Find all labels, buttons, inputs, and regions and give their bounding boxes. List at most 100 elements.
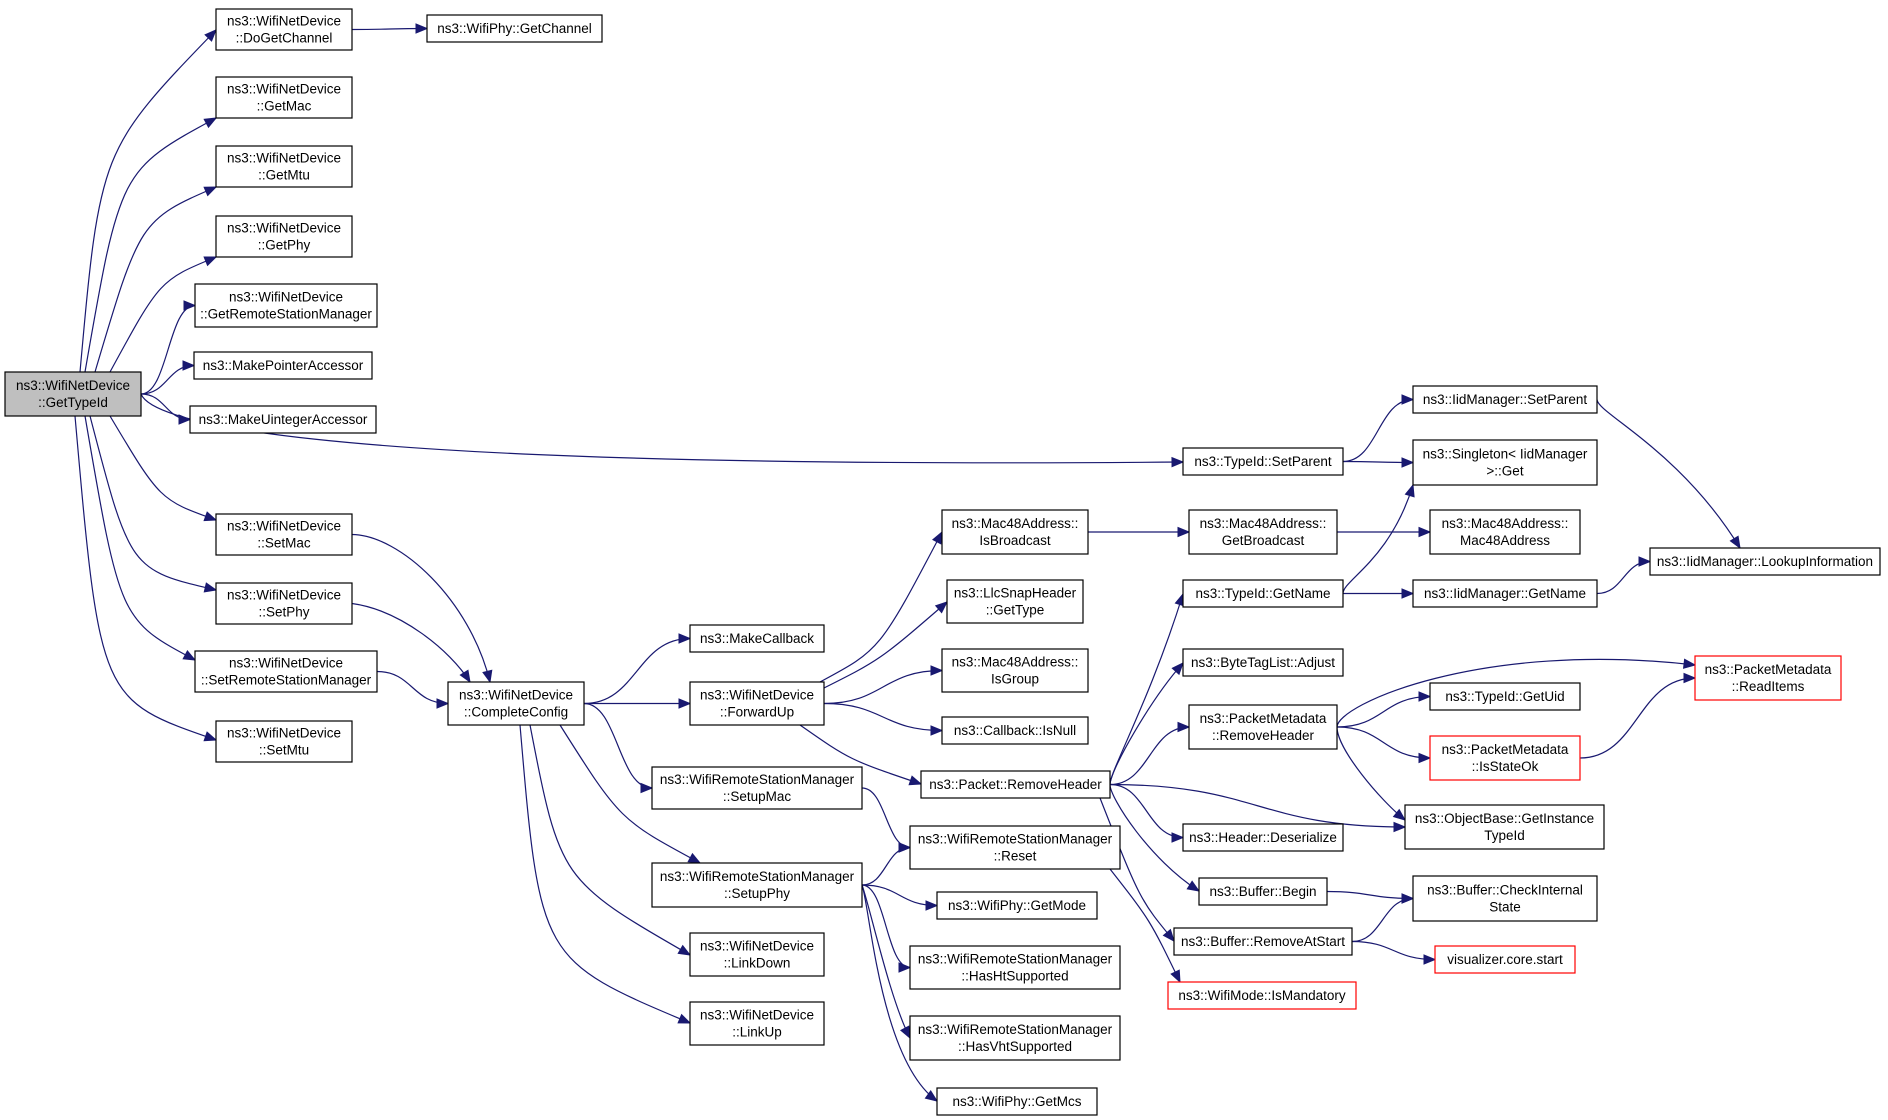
node-iid-lookup[interactable]: ns3::IidManager::LookupInformation	[1649, 547, 1881, 576]
node-type-get-name[interactable]: ns3::TypeId::GetName	[1182, 579, 1344, 608]
node-type-get-uid[interactable]: ns3::TypeId::GetUid	[1429, 682, 1581, 711]
node-link-down[interactable]: ns3::WifiNetDevice::LinkDown	[689, 932, 825, 977]
node-box[interactable]	[193, 351, 373, 380]
node-make-ptr[interactable]: ns3::MakePointerAccessor	[193, 351, 373, 380]
node-pkt-remove-header[interactable]: ns3::Packet::RemoveHeader	[920, 770, 1111, 799]
node-iid-set-parent[interactable]: ns3::IidManager::SetParent	[1412, 385, 1598, 414]
node-box[interactable]	[1404, 804, 1605, 850]
node-get-phy[interactable]: ns3::WifiNetDevice::GetPhy	[215, 215, 353, 258]
node-root[interactable]: ns3::WifiNetDevice::GetTypeId	[4, 371, 142, 417]
node-pm-is-state-ok[interactable]: ns3::PacketMetadata::IsStateOk	[1429, 735, 1581, 781]
node-is-broadcast[interactable]: ns3::Mac48Address::IsBroadcast	[941, 509, 1089, 555]
node-box[interactable]	[946, 579, 1084, 624]
node-get-rsm[interactable]: ns3::WifiNetDevice::GetRemoteStationMana…	[194, 283, 378, 328]
node-get-broadcast[interactable]: ns3::Mac48Address::GetBroadcast	[1188, 509, 1338, 555]
node-get-mtu[interactable]: ns3::WifiNetDevice::GetMtu	[215, 145, 353, 188]
node-link-up[interactable]: ns3::WifiNetDevice::LinkUp	[689, 1001, 825, 1046]
node-do-get-channel[interactable]: ns3::WifiNetDevice::DoGetChannel	[215, 8, 353, 51]
node-box[interactable]	[426, 14, 603, 43]
node-is-mandatory[interactable]: ns3::WifiMode::IsMandatory	[1167, 981, 1357, 1010]
node-box[interactable]	[215, 145, 353, 188]
node-box[interactable]	[941, 509, 1089, 555]
node-buf-begin[interactable]: ns3::Buffer::Begin	[1198, 877, 1328, 906]
node-box[interactable]	[909, 945, 1121, 990]
node-hdr-deserialize[interactable]: ns3::Header::Deserialize	[1182, 823, 1344, 852]
node-box[interactable]	[1182, 447, 1344, 476]
node-type-set-parent[interactable]: ns3::TypeId::SetParent	[1182, 447, 1344, 476]
node-buf-remove-at-start[interactable]: ns3::Buffer::RemoveAtStart	[1173, 927, 1353, 956]
node-has-ht[interactable]: ns3::WifiRemoteStationManager::HasHtSupp…	[909, 945, 1121, 990]
node-box[interactable]	[941, 716, 1089, 745]
node-setup-mac[interactable]: ns3::WifiRemoteStationManager::SetupMac	[651, 766, 863, 810]
node-box[interactable]	[1412, 875, 1598, 922]
node-phy-get-mode[interactable]: ns3::WifiPhy::GetMode	[936, 891, 1098, 920]
node-box[interactable]	[194, 650, 378, 693]
node-box[interactable]	[1182, 648, 1344, 677]
node-box[interactable]	[941, 648, 1089, 693]
node-box[interactable]	[447, 681, 585, 726]
node-box[interactable]	[651, 766, 863, 810]
node-box[interactable]	[689, 681, 825, 726]
node-box[interactable]	[194, 283, 378, 328]
node-phy-get-channel[interactable]: ns3::WifiPhy::GetChannel	[426, 14, 603, 43]
node-set-phy[interactable]: ns3::WifiNetDevice::SetPhy	[215, 582, 353, 625]
node-box[interactable]	[936, 1087, 1098, 1116]
node-rsm-reset[interactable]: ns3::WifiRemoteStationManager::Reset	[909, 825, 1121, 870]
node-box[interactable]	[189, 405, 377, 434]
node-box[interactable]	[1412, 439, 1598, 486]
node-make-callback[interactable]: ns3::MakeCallback	[689, 624, 825, 653]
node-btl-adjust[interactable]: ns3::ByteTagList::Adjust	[1182, 648, 1344, 677]
node-llc-get-type[interactable]: ns3::LlcSnapHeader::GetType	[946, 579, 1084, 624]
node-box[interactable]	[1694, 655, 1842, 701]
node-box[interactable]	[1182, 823, 1344, 852]
node-box[interactable]	[1649, 547, 1881, 576]
node-box[interactable]	[1188, 704, 1338, 750]
node-box[interactable]	[215, 8, 353, 51]
node-box[interactable]	[215, 76, 353, 119]
node-set-mac[interactable]: ns3::WifiNetDevice::SetMac	[215, 513, 353, 556]
node-box[interactable]	[1167, 981, 1357, 1010]
node-box[interactable]	[1429, 682, 1581, 711]
node-box[interactable]	[689, 932, 825, 977]
node-singleton-get[interactable]: ns3::Singleton< IidManager>::Get	[1412, 439, 1598, 486]
node-box[interactable]	[689, 624, 825, 653]
node-box[interactable]	[1434, 945, 1576, 974]
node-box[interactable]	[909, 825, 1121, 870]
node-box[interactable]	[1198, 877, 1328, 906]
node-box[interactable]	[215, 215, 353, 258]
node-viz-start[interactable]: visualizer.core.start	[1434, 945, 1576, 974]
node-set-rsm[interactable]: ns3::WifiNetDevice::SetRemoteStationMana…	[194, 650, 378, 693]
node-box[interactable]	[4, 371, 142, 417]
node-phy-get-mcs[interactable]: ns3::WifiPhy::GetMcs	[936, 1087, 1098, 1116]
node-box[interactable]	[920, 770, 1111, 799]
node-get-mac[interactable]: ns3::WifiNetDevice::GetMac	[215, 76, 353, 119]
node-is-group[interactable]: ns3::Mac48Address::IsGroup	[941, 648, 1089, 693]
node-complete-config[interactable]: ns3::WifiNetDevice::CompleteConfig	[447, 681, 585, 726]
node-box[interactable]	[651, 862, 863, 908]
node-forward-up[interactable]: ns3::WifiNetDevice::ForwardUp	[689, 681, 825, 726]
node-box[interactable]	[1412, 385, 1598, 414]
node-box[interactable]	[1429, 735, 1581, 781]
node-pm-read-items[interactable]: ns3::PacketMetadata::ReadItems	[1694, 655, 1842, 701]
node-pm-remove-header[interactable]: ns3::PacketMetadata::RemoveHeader	[1188, 704, 1338, 750]
node-box[interactable]	[215, 513, 353, 556]
node-box[interactable]	[1188, 509, 1338, 555]
node-box[interactable]	[215, 720, 353, 763]
node-make-uint[interactable]: ns3::MakeUintegerAccessor	[189, 405, 377, 434]
node-box[interactable]	[1182, 579, 1344, 608]
node-box[interactable]	[689, 1001, 825, 1046]
node-box[interactable]	[909, 1015, 1121, 1061]
node-mac48-ctor[interactable]: ns3::Mac48Address::Mac48Address	[1429, 509, 1581, 555]
node-set-mtu[interactable]: ns3::WifiNetDevice::SetMtu	[215, 720, 353, 763]
node-box[interactable]	[936, 891, 1098, 920]
node-box[interactable]	[1173, 927, 1353, 956]
node-box[interactable]	[215, 582, 353, 625]
node-cb-is-null[interactable]: ns3::Callback::IsNull	[941, 716, 1089, 745]
node-box[interactable]	[1412, 579, 1598, 608]
node-has-vht[interactable]: ns3::WifiRemoteStationManager::HasVhtSup…	[909, 1015, 1121, 1061]
node-box[interactable]	[1429, 509, 1581, 555]
node-setup-phy[interactable]: ns3::WifiRemoteStationManager::SetupPhy	[651, 862, 863, 908]
node-iid-get-name[interactable]: ns3::IidManager::GetName	[1412, 579, 1598, 608]
